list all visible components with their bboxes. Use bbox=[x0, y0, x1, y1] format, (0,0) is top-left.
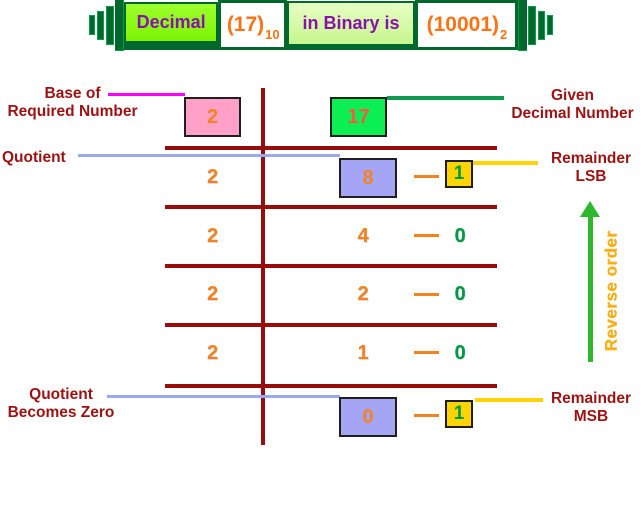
given-pointer-line bbox=[387, 96, 504, 100]
remainder-lsb-label: Remainder LSB bbox=[541, 150, 641, 185]
divisor-cell: 2 bbox=[206, 225, 219, 247]
divisor-cell: 2 bbox=[206, 342, 219, 364]
given-number-value: 17 bbox=[347, 105, 370, 128]
given-line2: Decimal Number bbox=[511, 104, 634, 122]
decimal-base-subscript: 10 bbox=[265, 26, 280, 42]
dash-icon bbox=[414, 351, 439, 354]
ribbon-bar bbox=[106, 5, 114, 45]
quotient-cell: 2 bbox=[357, 283, 369, 305]
base-of-line2: Required Number bbox=[7, 102, 138, 120]
banner-middle-text: in Binary is bbox=[302, 13, 400, 33]
remainder-cell: 0 bbox=[454, 225, 466, 247]
remainder-lsb-line1: Remainder bbox=[550, 150, 632, 167]
quotient-cell: 1 bbox=[357, 342, 369, 364]
banner-middle-label: in Binary is bbox=[287, 1, 415, 50]
quotient-zero-line2: Becomes Zero bbox=[7, 403, 115, 421]
remainder-msb-line2: MSB bbox=[573, 407, 609, 425]
ribbon-bar bbox=[528, 5, 537, 45]
binary-base-subscript: 2 bbox=[500, 26, 508, 42]
reverse-order-arrow-icon bbox=[588, 216, 593, 362]
remainder-value: 1 bbox=[453, 403, 465, 424]
banner-decimal-label: Decimal bbox=[124, 2, 219, 50]
remainder-box-lsb: 1 bbox=[445, 160, 473, 188]
given-line1: Given bbox=[550, 87, 595, 104]
remainder-msb-label: Remainder MSB bbox=[541, 390, 641, 425]
row-divider-line-3 bbox=[165, 264, 497, 268]
remainder-msb-pointer-line bbox=[475, 398, 543, 402]
dash-icon bbox=[414, 234, 439, 237]
dash-icon bbox=[414, 293, 439, 296]
binary-value-text: (10001) bbox=[426, 13, 499, 36]
dash-icon bbox=[414, 175, 439, 178]
row-divider-line-4 bbox=[165, 323, 497, 327]
base-of-label: Base of Required Number bbox=[0, 85, 145, 120]
base-value: 2 bbox=[206, 105, 219, 128]
quotient-zero-pointer-line bbox=[107, 395, 340, 398]
reverse-order-label: Reverse order bbox=[601, 230, 621, 352]
divisor-cell: 2 bbox=[206, 166, 219, 188]
row-divider-line-1 bbox=[165, 146, 497, 150]
quotient-cell: 4 bbox=[357, 225, 369, 247]
base-box: 2 bbox=[184, 97, 241, 137]
quotient-zero-line1: Quotient bbox=[29, 386, 93, 403]
base-pointer-line bbox=[108, 93, 185, 96]
given-number-box: 17 bbox=[330, 97, 387, 137]
quotient-label: Quotient bbox=[2, 149, 66, 166]
ribbon-bar bbox=[518, 0, 528, 51]
divisor-cell: 2 bbox=[206, 283, 219, 305]
remainder-cell: 0 bbox=[454, 342, 466, 364]
banner-decimal-text: Decimal bbox=[136, 12, 206, 32]
quotient-box-zero: 0 bbox=[339, 397, 397, 437]
ribbon-bar bbox=[115, 0, 124, 51]
quotient-value: 8 bbox=[362, 166, 374, 189]
remainder-value: 1 bbox=[453, 163, 465, 184]
remainder-msb-line1: Remainder bbox=[550, 390, 632, 407]
remainder-lsb-line2: LSB bbox=[575, 167, 607, 185]
dash-icon bbox=[414, 414, 439, 417]
base-of-line1: Base of bbox=[44, 85, 101, 102]
given-decimal-label: Given Decimal Number bbox=[504, 87, 641, 122]
remainder-box-msb: 1 bbox=[445, 400, 473, 428]
remainder-cell: 0 bbox=[454, 283, 466, 305]
ribbon-left-icon bbox=[88, 0, 124, 51]
reverse-order-arrowhead-icon bbox=[580, 201, 600, 217]
row-divider-line-5 bbox=[165, 384, 497, 388]
title-banner: Decimal (17)10 in Binary is (10001)2 bbox=[88, 0, 554, 51]
ribbon-bar bbox=[538, 10, 546, 40]
banner-decimal-value: (17)10 bbox=[218, 0, 288, 50]
ribbon-right-icon bbox=[518, 0, 554, 51]
quotient-pointer-line bbox=[78, 154, 340, 157]
ribbon-bar bbox=[547, 15, 554, 35]
banner-binary-value: (10001)2 bbox=[414, 0, 519, 50]
ribbon-bar bbox=[97, 10, 104, 40]
remainder-lsb-pointer-line bbox=[473, 161, 538, 165]
row-divider-line-2 bbox=[165, 205, 497, 209]
decimal-value-text: (17) bbox=[226, 13, 265, 36]
quotient-box-row1: 8 bbox=[339, 158, 397, 198]
quotient-becomes-zero-label: Quotient Becomes Zero bbox=[0, 386, 122, 421]
quotient-value: 0 bbox=[362, 405, 374, 428]
ribbon-bar bbox=[89, 15, 95, 35]
